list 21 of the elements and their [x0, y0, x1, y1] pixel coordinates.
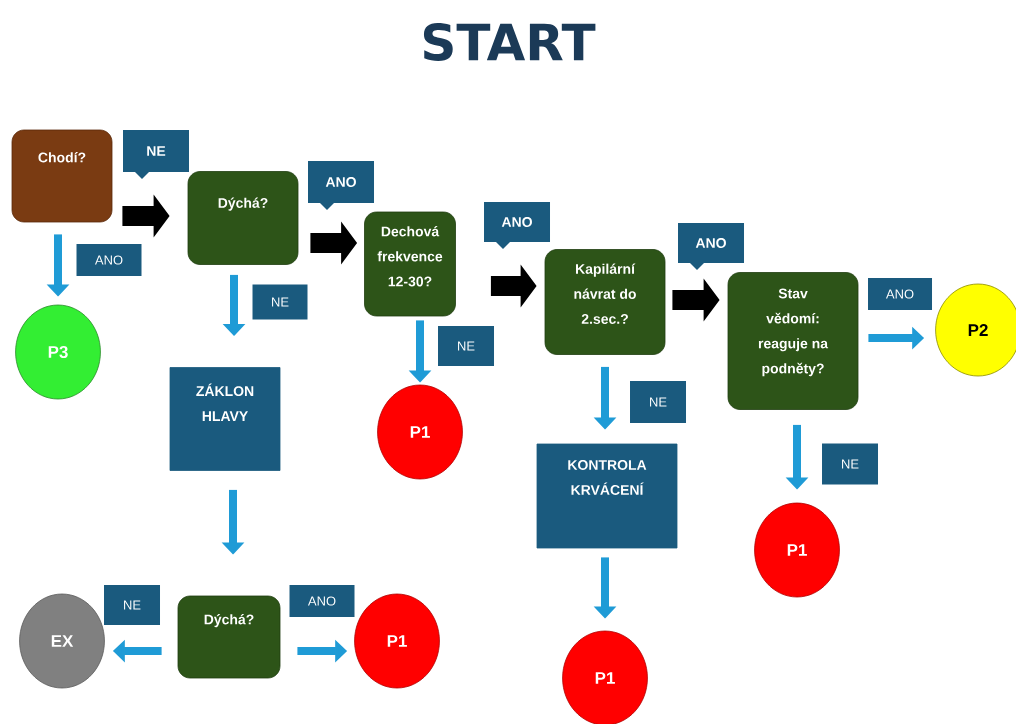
edge-label: ANO: [868, 278, 932, 310]
edge-label: NE: [630, 381, 686, 423]
decision-box: Dýchá?: [187, 171, 299, 265]
action-box: ZÁKLON HLAVY: [169, 367, 281, 471]
label-callout: ANO: [484, 202, 550, 249]
decision-box: Kapilární návrat do 2.sec.?: [544, 249, 666, 355]
decision-box: Dýchá?: [177, 595, 281, 679]
edge-label: NE: [252, 284, 308, 320]
decision-box: Stav vědomí: reaguje na podněty?: [727, 272, 859, 410]
edge-label: NE: [438, 326, 494, 366]
decision-box: Dechová frekvence 12-30?: [364, 211, 456, 317]
decision-box: Chodí?: [11, 129, 113, 223]
edge-label: NE: [104, 585, 160, 625]
title: START: [423, 23, 596, 61]
edge-label: ANO: [289, 585, 355, 617]
edge-label: ANO: [76, 244, 142, 276]
action-box: KONTROLA KRVÁCENÍ: [536, 443, 678, 549]
edge-label: NE: [822, 443, 878, 485]
label-callout: NE: [123, 130, 189, 179]
label-callout: ANO: [308, 161, 374, 210]
label-callout: ANO: [678, 223, 744, 270]
